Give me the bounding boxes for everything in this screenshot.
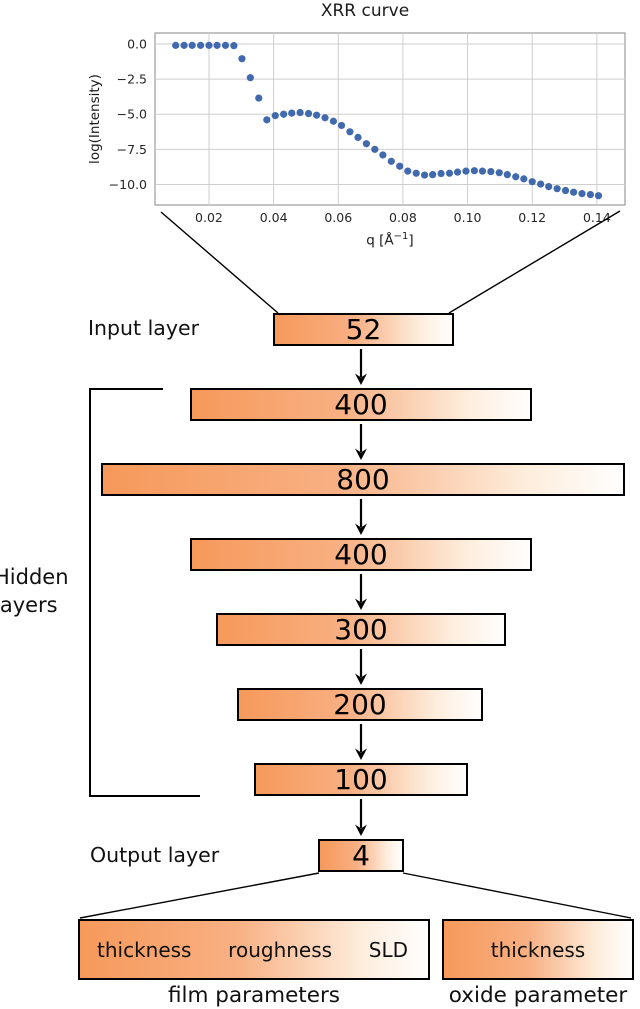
oxide-param-thickness: thickness	[490, 937, 586, 962]
hidden-layers-bracket	[89, 388, 200, 797]
x-axis-label: q [Å−1]	[366, 231, 414, 249]
layer-box-hidden-1: 400	[190, 388, 532, 421]
hidden-layers-label-line2: layers	[0, 593, 58, 617]
funnel-line-bottom-left	[79, 872, 320, 919]
output-layer-label: Output layer	[90, 843, 220, 867]
svg-text:0.06: 0.06	[324, 210, 352, 225]
svg-text:0.10: 0.10	[454, 210, 482, 225]
svg-text:−10.0: −10.0	[109, 177, 147, 192]
arrow-7	[355, 799, 367, 836]
arrow-6	[355, 724, 367, 760]
film-parameters-caption: film parameters	[168, 983, 340, 1008]
hidden-layers-label-line1: Hidden	[0, 565, 69, 589]
arrow-3	[355, 499, 367, 535]
oxide-parameter-caption: oxide parameter	[448, 983, 628, 1008]
layer-box-output: 4	[318, 839, 404, 872]
funnel-line-bottom-right	[402, 872, 632, 919]
svg-text:−5.0: −5.0	[117, 107, 147, 122]
film-param-roughness: roughness	[228, 937, 333, 962]
oxide-parameter-box: thickness	[442, 919, 634, 980]
film-param-thickness: thickness	[97, 937, 192, 962]
layer-box-hidden-2: 800	[101, 463, 625, 496]
film-parameters-box: thickness roughness SLD	[78, 919, 430, 980]
arrow-1	[355, 349, 367, 385]
arrow-5	[355, 649, 367, 685]
arrow-2	[355, 424, 367, 460]
layer-box-hidden-4: 300	[216, 613, 506, 646]
svg-text:−7.5: −7.5	[117, 142, 147, 157]
svg-text:0.08: 0.08	[389, 210, 417, 225]
input-layer-label: Input layer	[88, 316, 200, 340]
svg-text:0.0: 0.0	[127, 36, 147, 51]
svg-text:0.14: 0.14	[583, 210, 611, 225]
layer-box-hidden-6: 100	[254, 763, 468, 796]
svg-text:−2.5: −2.5	[117, 72, 147, 87]
chart-title: XRR curve	[320, 1, 410, 21]
film-param-sld: SLD	[368, 937, 408, 962]
xrr-scatter-plot: 0.02 0.04 0.06 0.08 0.10 0.12 0.14 0.0 −2.5 −5.0 −…	[109, 32, 626, 225]
svg-text:0.02: 0.02	[195, 210, 223, 225]
arrow-4	[355, 574, 367, 610]
svg-text:0.12: 0.12	[518, 210, 546, 225]
layer-box-input: 52	[273, 313, 454, 346]
svg-text:0.04: 0.04	[260, 210, 288, 225]
layer-box-hidden-5: 200	[237, 688, 483, 721]
layer-box-hidden-3: 400	[190, 538, 532, 571]
y-axis-label: log(Intensity)	[87, 74, 103, 164]
hidden-layers-label: Hidden layers	[0, 563, 69, 619]
